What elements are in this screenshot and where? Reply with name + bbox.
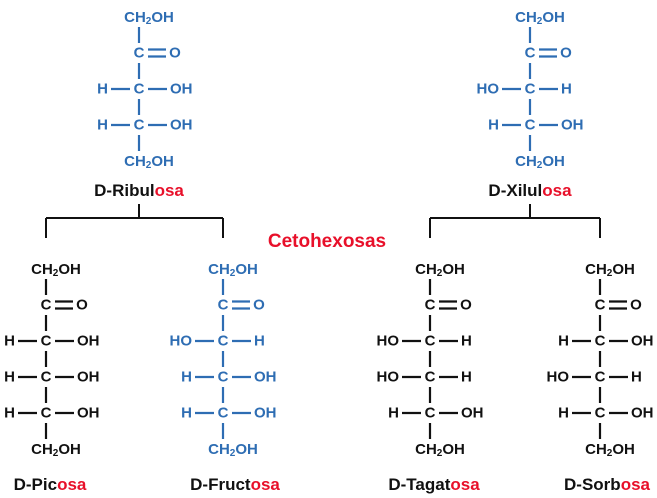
fructosa-name-label: D-Fructosa [190, 475, 280, 494]
right-substituent: OH [561, 117, 584, 134]
ch2oh-group: CH2OH [585, 261, 635, 279]
ch2oh-group: CH2OH [415, 261, 465, 279]
chiral-carbon: C [41, 405, 52, 422]
left-substituent: HO [547, 369, 570, 386]
carbonyl-oxygen: O [76, 297, 88, 314]
cetohexosas-heading: Cetohexosas [268, 231, 386, 252]
ribulosa-structure: CH2OH C O C H OH C H OH CH2OH D-Ribulosa [94, 9, 192, 201]
left-substituent: H [4, 369, 15, 386]
chiral-carbon: C [425, 369, 436, 386]
ribulosa-bracket [45, 204, 224, 238]
carbonyl-oxygen: O [253, 297, 265, 314]
chiral-carbon: C [41, 369, 52, 386]
right-substituent: OH [77, 369, 100, 386]
left-substituent: H [4, 333, 15, 350]
carbonyl-oxygen: O [560, 45, 572, 62]
chiral-carbon: C [525, 117, 536, 134]
carbonyl-oxygen: O [169, 45, 181, 62]
chiral-carbon: C [595, 405, 606, 422]
right-substituent: OH [461, 405, 484, 422]
right-substituent: OH [170, 81, 193, 98]
ch2oh-group: CH2OH [515, 153, 565, 171]
ch2oh-group: CH2OH [208, 441, 258, 459]
picosa-name-label: D-Picosa [14, 475, 87, 494]
right-substituent: H [461, 369, 472, 386]
sorbosa-name-label: D-Sorbosa [564, 475, 651, 494]
carbonyl-carbon: C [595, 297, 606, 314]
right-substituent: OH [77, 333, 100, 350]
carbonyl-carbon: C [134, 45, 145, 62]
left-substituent: HO [377, 333, 400, 350]
ch2oh-group: CH2OH [124, 9, 174, 27]
xilulosa-bracket [429, 204, 601, 238]
ch2oh-group: CH2OH [31, 441, 81, 459]
chiral-carbon: C [218, 405, 229, 422]
right-substituent: OH [254, 369, 277, 386]
ch2oh-group: CH2OH [124, 153, 174, 171]
left-substituent: HO [377, 369, 400, 386]
right-substituent: H [254, 333, 265, 350]
ch2oh-group: CH2OH [415, 441, 465, 459]
chiral-carbon: C [425, 405, 436, 422]
tagatosa-name-label: D-Tagatosa [388, 475, 480, 494]
right-substituent: OH [77, 405, 100, 422]
chiral-carbon: C [134, 81, 145, 98]
right-substituent: OH [254, 405, 277, 422]
left-substituent: HO [477, 81, 500, 98]
chiral-carbon: C [425, 333, 436, 350]
carbonyl-carbon: C [425, 297, 436, 314]
right-substituent: H [631, 369, 642, 386]
left-substituent: H [97, 117, 108, 134]
ch2oh-group: CH2OH [31, 261, 81, 279]
left-substituent: H [181, 369, 192, 386]
chiral-carbon: C [595, 333, 606, 350]
picosa-structure: CH2OH C O C H OH C H OH C H OH CH2OH D-Picosa [4, 261, 99, 495]
chiral-carbon: C [41, 333, 52, 350]
left-substituent: H [97, 81, 108, 98]
carbonyl-carbon: C [41, 297, 52, 314]
right-substituent: H [461, 333, 472, 350]
left-substituent: H [388, 405, 399, 422]
left-substituent: H [488, 117, 499, 134]
left-substituent: H [181, 405, 192, 422]
ch2oh-group: CH2OH [515, 9, 565, 27]
chiral-carbon: C [525, 81, 536, 98]
chiral-carbon: C [134, 117, 145, 134]
ch2oh-group: CH2OH [208, 261, 258, 279]
chiral-carbon: C [218, 369, 229, 386]
carbonyl-oxygen: O [460, 297, 472, 314]
family-tree-connectors [45, 204, 601, 238]
right-substituent: OH [631, 405, 654, 422]
left-substituent: HO [170, 333, 193, 350]
chiral-carbon: C [595, 369, 606, 386]
ribulosa-name-label: D-Ribulosa [94, 181, 184, 200]
right-substituent: OH [631, 333, 654, 350]
left-substituent: H [4, 405, 15, 422]
left-substituent: H [558, 333, 569, 350]
chiral-carbon: C [218, 333, 229, 350]
right-substituent: OH [170, 117, 193, 134]
carbonyl-oxygen: O [630, 297, 642, 314]
carbonyl-carbon: C [218, 297, 229, 314]
right-substituent: H [561, 81, 572, 98]
carbonyl-carbon: C [525, 45, 536, 62]
xilulosa-name-label: D-Xilulosa [488, 181, 572, 200]
ch2oh-group: CH2OH [585, 441, 635, 459]
left-substituent: H [558, 405, 569, 422]
